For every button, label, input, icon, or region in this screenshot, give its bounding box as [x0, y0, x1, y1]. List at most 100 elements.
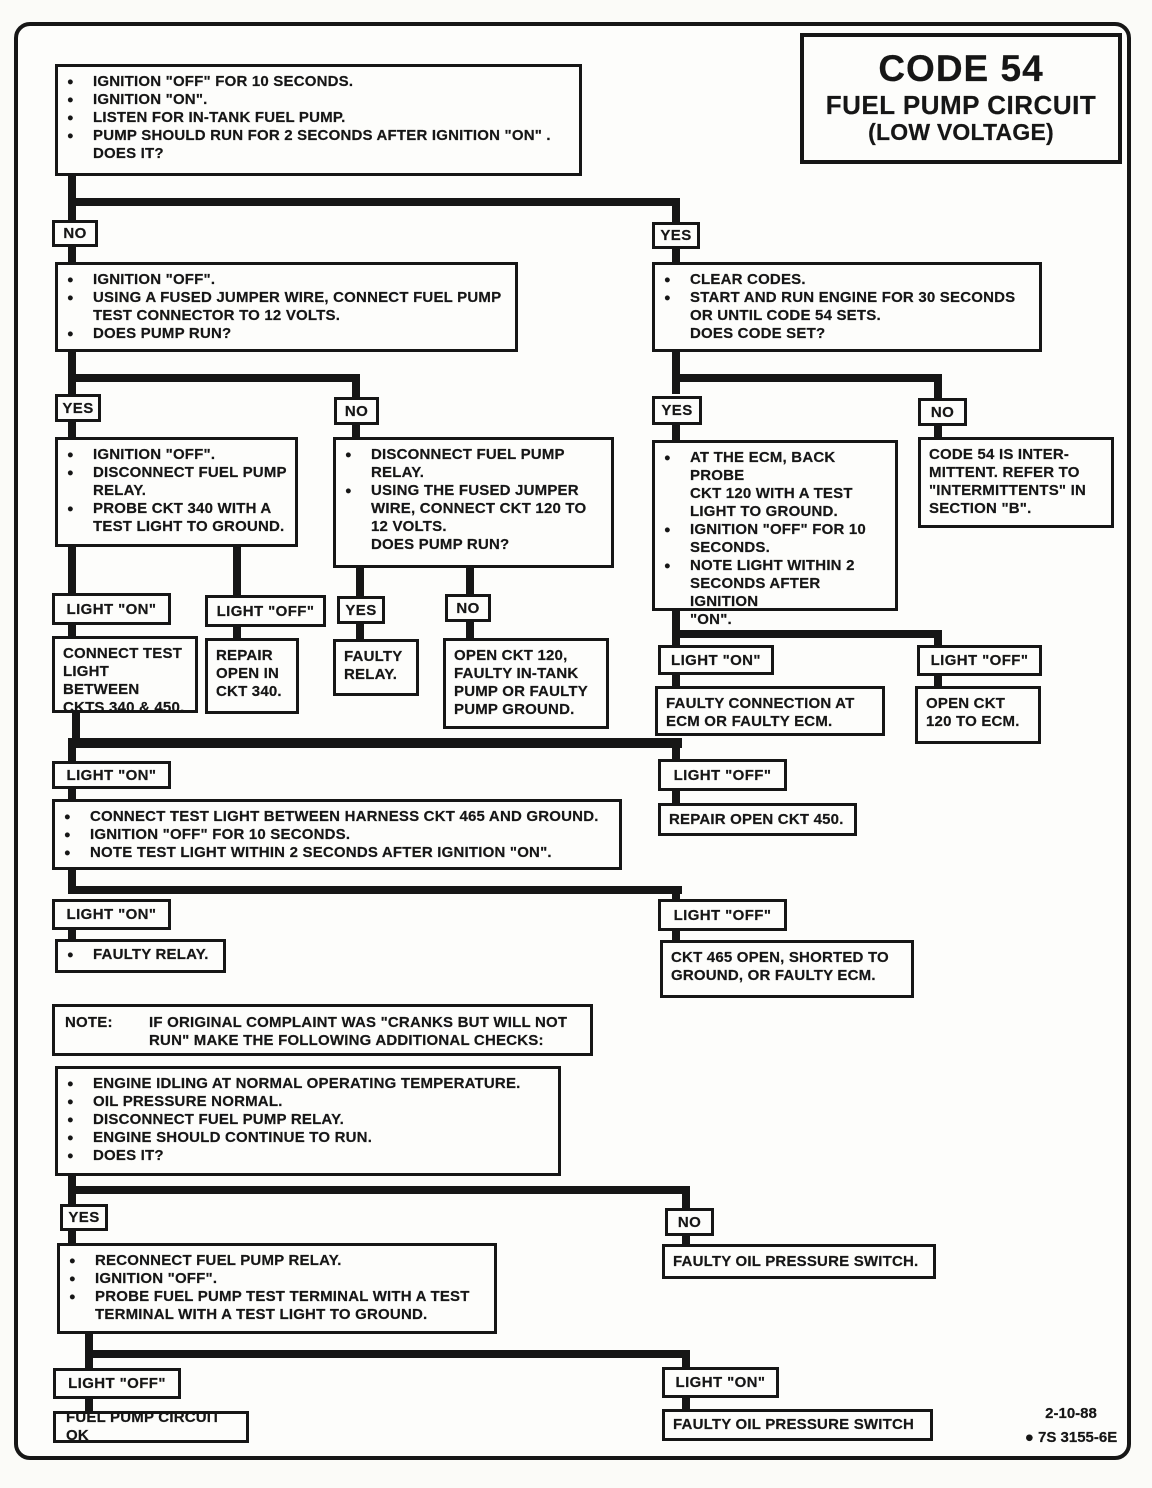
branch-label-no: NO [334, 397, 379, 425]
connector-line [934, 374, 942, 398]
connector-line [356, 568, 364, 596]
branch-label-yes: YES [652, 222, 700, 249]
connector-line [682, 1186, 690, 1208]
connector-line [934, 630, 942, 645]
connector-line [682, 1236, 690, 1244]
connector-line [68, 625, 76, 636]
connector-line [68, 870, 76, 890]
branch-label-no: NO [918, 398, 967, 426]
branch-label-yes: YES [55, 394, 101, 422]
connector-line [68, 1231, 76, 1243]
branch-label-yes: YES [337, 596, 385, 624]
faulty-relay-box: FAULTY RELAY. [333, 639, 419, 696]
title-name: FUEL PUMP CIRCUIT [825, 90, 1097, 120]
open-ckt120-pump-box: OPEN CKT 120, FAULTY IN-TANK PUMP OR FAU… [443, 638, 609, 729]
title-subtitle: (LOW VOLTAGE) [868, 119, 1054, 145]
connector-line [672, 886, 680, 899]
probe-ckt340-box: IGNITION "OFF". DISCONNECT FUEL PUMP REL… [55, 437, 298, 547]
connector-line [233, 547, 241, 595]
branch-label-light-on: LIGHT "ON" [52, 593, 171, 625]
jumper-ckt120-box: DISCONNECT FUEL PUMP RELAY. USING THE FU… [333, 437, 614, 568]
bullet-item: PROBE FUEL PUMP TEST TERMINAL WITH A TES… [60, 1288, 486, 1324]
bullet-item: ENGINE SHOULD CONTINUE TO RUN. [58, 1129, 550, 1147]
fuel-pump-ok-box: FUEL PUMP CIRCUIT OK [53, 1409, 249, 1444]
connector-line [672, 249, 680, 262]
connect-340-450-box: CONNECT TEST LIGHT BETWEEN CKTS 340 & 45… [52, 636, 198, 716]
bullet-item: CLEAR CODES. [655, 271, 1031, 289]
faulty-oil-switch-box: FAULTY OIL PRESSURE SWITCH. [662, 1244, 936, 1279]
bullet-item: NOTE TEST LIGHT WITHIN 2 SECONDS AFTER I… [55, 844, 611, 862]
connector-line [352, 374, 360, 397]
note-text: IF ORIGINAL COMPLAINT WAS "CRANKS BUT WI… [149, 1014, 568, 1049]
bullet-item: IGNITION "OFF" FOR 10 SECONDS. [655, 521, 887, 557]
bullet-item: CONNECT TEST LIGHT BETWEEN HARNESS CKT 4… [55, 808, 611, 826]
bullet-item: DISCONNECT FUEL PUMP RELAY. [336, 446, 603, 482]
branch-label-light-off: LIGHT "OFF" [658, 759, 787, 791]
connector-line [68, 1186, 690, 1194]
title-code: CODE 54 [878, 48, 1044, 89]
bullet-item: IGNITION "OFF" FOR 10 SECONDS. [55, 826, 611, 844]
harness-ckt465-box: CONNECT TEST LIGHT BETWEEN HARNESS CKT 4… [52, 799, 622, 870]
faulty-ecm-connection-box: FAULTY CONNECTION AT ECM OR FAULTY ECM. [655, 686, 885, 736]
branch-label-yes: YES [652, 396, 702, 425]
branch-label-light-off: LIGHT "OFF" [205, 595, 326, 627]
branch-label-light-on: LIGHT "ON" [662, 1367, 779, 1398]
branch-label-light-on: LIGHT "ON" [658, 645, 774, 675]
reconnect-relay-box: RECONNECT FUEL PUMP RELAY. IGNITION "OFF… [57, 1243, 497, 1334]
connector-line [672, 638, 680, 645]
branch-label-light-off: LIGHT "OFF" [658, 899, 787, 931]
bullet-item: DOES PUMP RUN? [58, 325, 507, 343]
connector-line [68, 738, 682, 748]
branch-label-light-off: LIGHT "OFF" [917, 645, 1042, 676]
repair-ckt340-box: REPAIR OPEN IN CKT 340. [205, 638, 299, 714]
repair-ckt450-box: REPAIR OPEN CKT 450. [658, 803, 857, 836]
note-label: NOTE: [65, 1014, 113, 1031]
bullet-item: RECONNECT FUEL PUMP RELAY. [60, 1252, 486, 1270]
connector-line [68, 547, 76, 593]
bullet-item: USING A FUSED JUMPER WIRE, CONNECT FUEL … [58, 289, 507, 325]
bullet-item: USING THE FUSED JUMPER WIRE, CONNECT CKT… [336, 482, 603, 554]
doc-reference: 2-10-88 ● 7S 3155-6E [1005, 1402, 1137, 1450]
branch-label-light-on: LIGHT "ON" [52, 899, 171, 930]
bullet-item: AT THE ECM, BACK PROBE CKT 120 WITH A TE… [655, 449, 887, 521]
bullet-item: FAULTY RELAY. [58, 946, 215, 964]
connector-line [672, 352, 680, 394]
branch-label-light-off: LIGHT "OFF" [53, 1368, 181, 1399]
connector-line [934, 676, 942, 686]
connector-line [233, 627, 241, 638]
bullet-item: PROBE CKT 340 WITH A TEST LIGHT TO GROUN… [58, 500, 287, 536]
note-box: NOTE: IF ORIGINAL COMPLAINT WAS "CRANKS … [52, 1004, 593, 1056]
connector-line [68, 748, 76, 761]
connector-line [68, 247, 76, 262]
connector-line [672, 425, 680, 440]
doc-date: 2-10-88 [1045, 1405, 1097, 1422]
doc-number: ● 7S 3155-6E [1024, 1429, 1118, 1446]
connector-line [672, 630, 942, 638]
connector-line [85, 1399, 93, 1411]
connector-line [68, 886, 682, 894]
bullet-item: IGNITION "ON". [58, 91, 571, 109]
connector-line [466, 568, 474, 594]
connector-line [682, 1358, 690, 1368]
branch-label-no: NO [445, 594, 491, 622]
connector-line [68, 198, 680, 206]
ckt465-open-box: CKT 465 OPEN, SHORTED TO GROUND, OR FAUL… [660, 940, 914, 998]
intermittent-box: CODE 54 IS INTER- MITTENT. REFER TO "INT… [918, 437, 1114, 528]
connector-line [672, 931, 680, 940]
connector-line [934, 426, 942, 437]
branch-label-no: NO [665, 1208, 714, 1236]
connector-line [352, 425, 360, 437]
ecm-backprobe-box: AT THE ECM, BACK PROBE CKT 120 WITH A TE… [652, 440, 898, 628]
connector-line [672, 675, 680, 686]
no-pump-test-box: IGNITION "OFF". USING A FUSED JUMPER WIR… [55, 262, 518, 352]
branch-label-light-on: LIGHT "ON" [52, 761, 171, 789]
branch-label-no: NO [52, 220, 98, 247]
title-box: CODE 54 FUEL PUMP CIRCUIT (LOW VOLTAGE) [800, 33, 1122, 164]
additional-checks-box: ENGINE IDLING AT NORMAL OPERATING TEMPER… [55, 1066, 561, 1176]
bullet-item: DOES IT? [58, 1147, 550, 1165]
connector-line [672, 791, 680, 803]
connector-line [682, 1398, 690, 1409]
connector-line [68, 352, 76, 394]
bullet-item: DISCONNECT FUEL PUMP RELAY. [58, 1111, 550, 1129]
connector-line [68, 930, 76, 939]
